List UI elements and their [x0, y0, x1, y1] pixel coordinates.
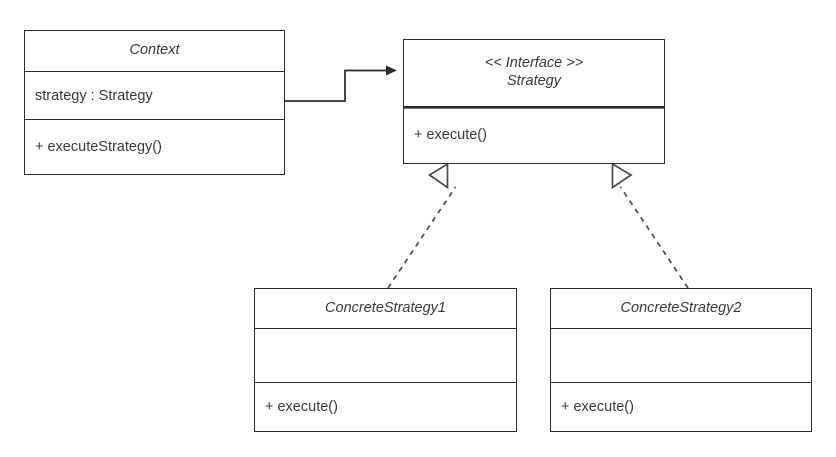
operation-execute-strategy: + executeStrategy() — [35, 139, 162, 155]
class-name-context: Context — [129, 42, 180, 59]
realization-concretestrategy1-to-strategy — [387, 162, 457, 289]
class-box-strategy[interactable]: << Interface >> Strategy + execute() — [403, 39, 665, 164]
operations-compartment-concretestrategy2: + execute() — [551, 382, 811, 431]
attributes-compartment-context: strategy : Strategy — [25, 71, 284, 119]
class-name-concretestrategy1: ConcreteStrategy1 — [325, 299, 446, 316]
association-context-to-strategy — [285, 71, 395, 102]
class-box-concretestrategy2[interactable]: ConcreteStrategy2 + execute() — [550, 288, 812, 432]
interface-title-strategy: << Interface >> Strategy — [484, 55, 584, 89]
attribute-strategy: strategy : Strategy — [35, 87, 153, 104]
attributes-compartment-concretestrategy1 — [255, 328, 516, 382]
class-name-compartment-concretestrategy2: ConcreteStrategy2 — [551, 289, 811, 328]
operations-compartment-context: + executeStrategy() — [25, 119, 284, 174]
attributes-compartment-concretestrategy2 — [551, 328, 811, 382]
class-name-compartment-strategy: << Interface >> Strategy — [404, 40, 664, 106]
operations-compartment-concretestrategy1: + execute() — [255, 382, 516, 431]
operation-execute-strategy-interface: + execute() — [414, 127, 487, 143]
class-box-context[interactable]: Context strategy : Strategy + executeStr… — [24, 30, 285, 175]
class-name-compartment-context: Context — [25, 31, 284, 71]
operation-execute-concretestrategy2: + execute() — [561, 399, 634, 415]
realization-concretestrategy2-to-strategy — [611, 162, 689, 289]
class-name-concretestrategy2: ConcreteStrategy2 — [620, 299, 742, 316]
class-name-compartment-concretestrategy1: ConcreteStrategy1 — [255, 289, 516, 328]
operation-execute-concretestrategy1: + execute() — [265, 399, 338, 415]
class-box-concretestrategy1[interactable]: ConcreteStrategy1 + execute() — [254, 288, 517, 432]
operations-compartment-strategy: + execute() — [404, 106, 664, 163]
